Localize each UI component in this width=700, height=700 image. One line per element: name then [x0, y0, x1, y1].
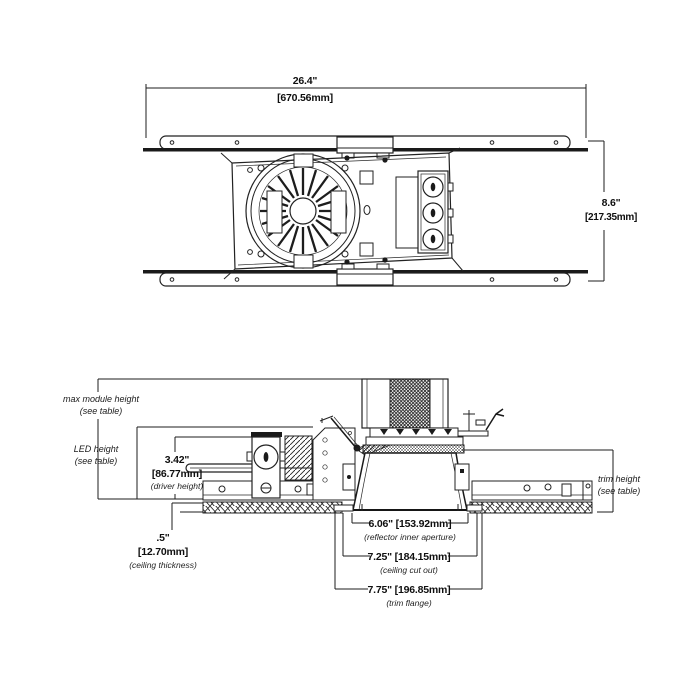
trim-flange-caption: (trim flange)	[386, 598, 432, 608]
led-height-label: LED height	[74, 444, 119, 454]
trim-height-label: trim height	[598, 474, 641, 484]
trim-flange-dim: 7.75" [196.85mm] (trim flange)	[334, 513, 483, 608]
reflector	[333, 452, 483, 512]
plan-width-mm: [670.56mm]	[277, 92, 333, 104]
plan-height-dimension: 8.6" [217.35mm]	[585, 140, 637, 282]
led-height-dim: LED height (see table)	[74, 426, 313, 500]
ceiling-cutout-value: 7.25" [184.15mm]	[368, 551, 451, 563]
trim-mounting-bands	[362, 427, 465, 454]
plan-view: 26.4" [670.56mm] 8.6" [217.35mm]	[143, 75, 637, 287]
plan-width-dimension: 26.4" [670.56mm]	[145, 75, 587, 138]
adjustment-screws	[457, 408, 505, 437]
driver-box	[185, 432, 313, 499]
trim-flange-value: 7.75" [196.85mm]	[368, 584, 451, 596]
driver-height-dim: 3.42" [86.77mm] (driver height)	[151, 436, 252, 499]
trim-flange-lip-right	[466, 504, 483, 512]
reflector-aperture-caption: (reflector inner aperture)	[364, 532, 456, 542]
max-module-height-see-table: (see table)	[80, 406, 123, 416]
driver-height-inches: 3.42"	[165, 454, 190, 466]
trim-height-dim: trim height (see table)	[462, 449, 641, 513]
trim-height-see-table: (see table)	[598, 486, 641, 496]
led-module-column	[361, 378, 449, 429]
max-module-height-dim: max module height (see table)	[63, 378, 362, 500]
section-view: max module height (see table) LED height…	[63, 378, 641, 608]
plan-height-mm: [217.35mm]	[585, 212, 637, 223]
reflector-aperture-dim: 6.06" [153.92mm] (reflector inner apertu…	[351, 513, 469, 542]
ceiling-thickness-inches: .5"	[156, 532, 169, 544]
rail-clamp-bottom	[336, 263, 394, 286]
driver-height-caption: (driver height)	[151, 481, 204, 491]
ceiling-thickness-caption: (ceiling thickness)	[129, 560, 197, 570]
junction-box	[395, 170, 454, 254]
housing-pan	[220, 147, 464, 280]
max-module-height-label: max module height	[63, 394, 140, 404]
ceiling-thickness-mm: [12.70mm]	[138, 546, 188, 558]
plan-width-inches: 26.4"	[293, 75, 318, 87]
rail-clamp-top	[336, 136, 394, 159]
hanger-bar-top	[143, 135, 588, 159]
trim-flange-lip-left	[333, 504, 354, 512]
led-height-see-table: (see table)	[75, 456, 118, 466]
heat-sink	[245, 153, 361, 269]
ceiling-thickness-dim: .5" [12.70mm] (ceiling thickness)	[129, 502, 203, 570]
ceiling-cutout-caption: (ceiling cut out)	[380, 565, 438, 575]
ceiling-cutout-dim: 7.25" [184.15mm] (ceiling cut out)	[342, 513, 478, 575]
reflector-aperture-value: 6.06" [153.92mm]	[369, 518, 452, 530]
section-bar-right	[471, 480, 593, 501]
hanger-bar-bottom	[143, 263, 588, 287]
driver-height-mm: [86.77mm]	[152, 468, 202, 480]
plan-height-inches: 8.6"	[602, 197, 621, 209]
housing-hardware	[359, 170, 374, 257]
